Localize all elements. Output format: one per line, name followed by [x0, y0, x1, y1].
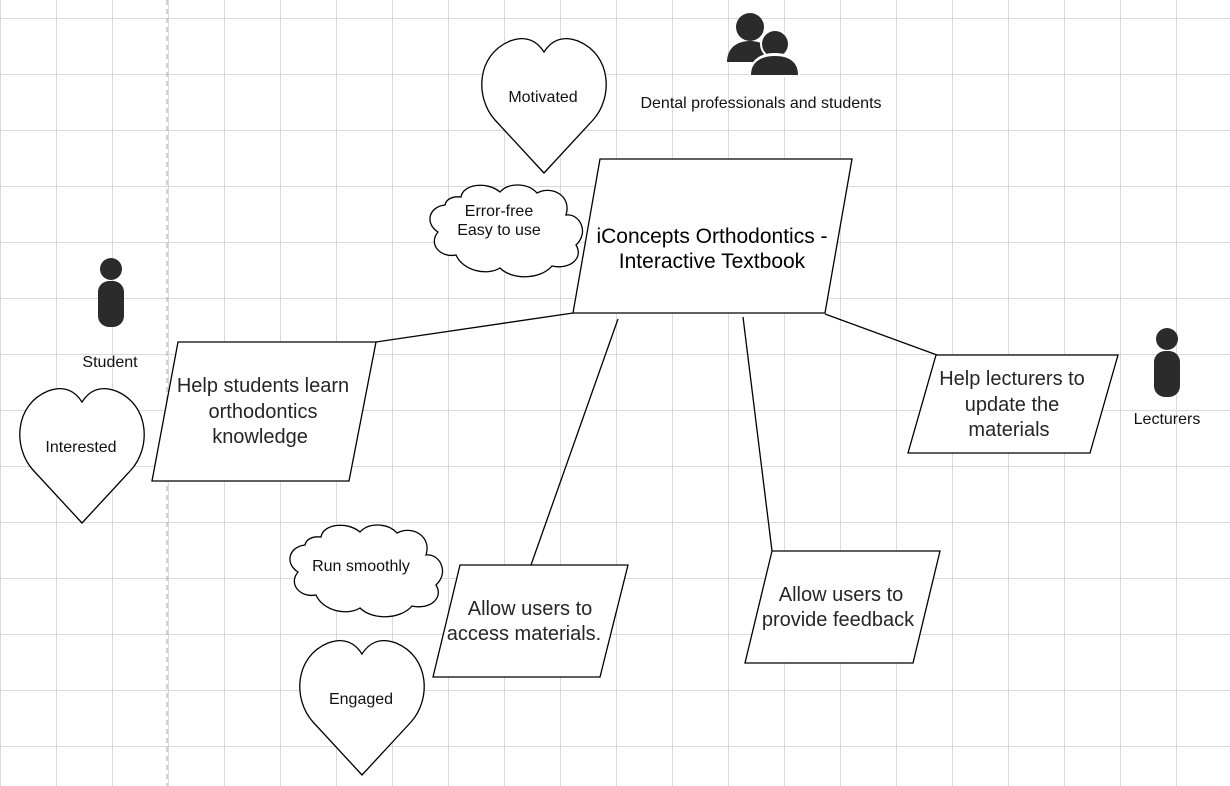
group-actor-label: Dental professionals and students [640, 95, 881, 112]
heart-icon [481, 37, 607, 174]
goal-help-students-line-2: orthodontics [209, 401, 318, 423]
student-actor[interactable]: Student [82, 258, 138, 371]
connector-feedback [742, 316, 773, 552]
emotion-engaged[interactable]: Engaged [299, 639, 425, 776]
goal-feedback-line-1: Allow users to [779, 584, 904, 606]
goal-provide-feedback[interactable]: Allow users to provide feedback [744, 550, 941, 664]
heart-icon [19, 387, 145, 524]
goal-help-lecturers-line-3: materials [968, 419, 1049, 441]
connector-access-materials [530, 318, 619, 566]
goal-help-students[interactable]: Help students learn orthodontics knowled… [151, 341, 377, 482]
goal-help-lecturers-line-2: update the [965, 394, 1060, 416]
cloud-icon [429, 184, 584, 278]
lecturer-actor-label: Lecturers [1134, 411, 1201, 428]
quality-error-free[interactable]: Error-free Easy to use [429, 184, 584, 278]
connector-help-students [375, 312, 574, 343]
goal-help-lecturers[interactable]: Help lecturers to update the materials [907, 354, 1119, 454]
person-icon [1154, 328, 1180, 397]
central-goal[interactable]: iConcepts Orthodontics - Interactive Tex… [572, 158, 853, 314]
goal-help-students-line-3: knowledge [212, 426, 308, 448]
goal-help-students-line-1: Help students learn [177, 375, 349, 397]
central-goal-line-2: Interactive Textbook [619, 250, 806, 273]
connector-help-lecturers [824, 313, 938, 356]
emotion-motivated-label: Motivated [508, 89, 577, 106]
student-actor-label: Student [82, 354, 138, 371]
emotion-engaged-label: Engaged [329, 691, 393, 708]
quality-error-free-line-2: Easy to use [457, 222, 541, 239]
person-icon [98, 258, 124, 327]
goal-access-materials[interactable]: Allow users to access materials. [432, 564, 629, 678]
emotion-motivated[interactable]: Motivated [481, 37, 607, 174]
goal-access-materials-line-2: access materials. [447, 623, 602, 645]
emotion-interested[interactable]: Interested [19, 387, 145, 524]
lecturer-actor[interactable]: Lecturers [1134, 328, 1201, 428]
heart-icon [299, 639, 425, 776]
emotion-interested-label: Interested [45, 439, 116, 456]
quality-run-smoothly-label: Run smoothly [312, 558, 410, 575]
cloud-icon [289, 524, 444, 618]
goal-access-materials-line-1: Allow users to [468, 598, 593, 620]
quality-run-smoothly[interactable]: Run smoothly [289, 524, 444, 618]
users-icon [727, 13, 800, 77]
goal-feedback-line-2: provide feedback [762, 609, 915, 631]
goal-help-lecturers-line-1: Help lecturers to [939, 368, 1085, 390]
central-goal-line-1: iConcepts Orthodontics - [596, 225, 827, 248]
connectors [375, 312, 938, 566]
group-actor[interactable]: Dental professionals and students [640, 13, 882, 112]
quality-error-free-line-1: Error-free [465, 203, 534, 220]
